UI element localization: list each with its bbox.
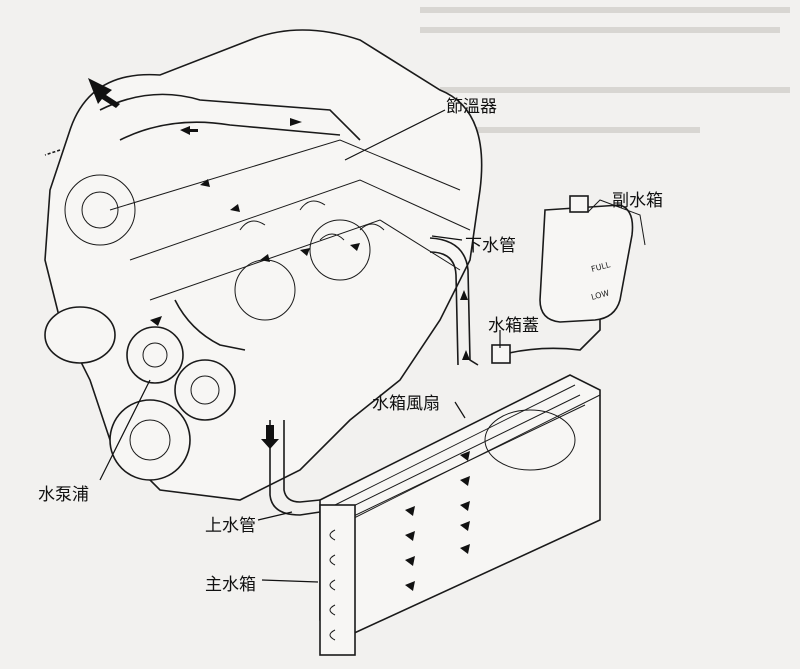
label-radiator-fan: 水箱風扇 — [372, 394, 440, 414]
engine — [44, 29, 483, 501]
label-upper-hose: 上水管 — [205, 516, 256, 536]
hoses — [261, 237, 601, 516]
reserve-tank: FULL LOW — [539, 195, 646, 323]
label-radiator-cap: 水箱蓋 — [488, 316, 539, 336]
radiator — [319, 344, 601, 656]
label-main-radiator: 主水箱 — [205, 575, 256, 595]
label-water-pump: 水泵浦 — [38, 485, 89, 505]
background-bleed — [420, 7, 790, 133]
label-thermostat: 節溫器 — [446, 97, 497, 117]
label-reserve-tank: 副水箱 — [612, 191, 663, 211]
label-lower-hose: 下水管 — [465, 236, 516, 256]
leader-lines — [99, 109, 501, 583]
